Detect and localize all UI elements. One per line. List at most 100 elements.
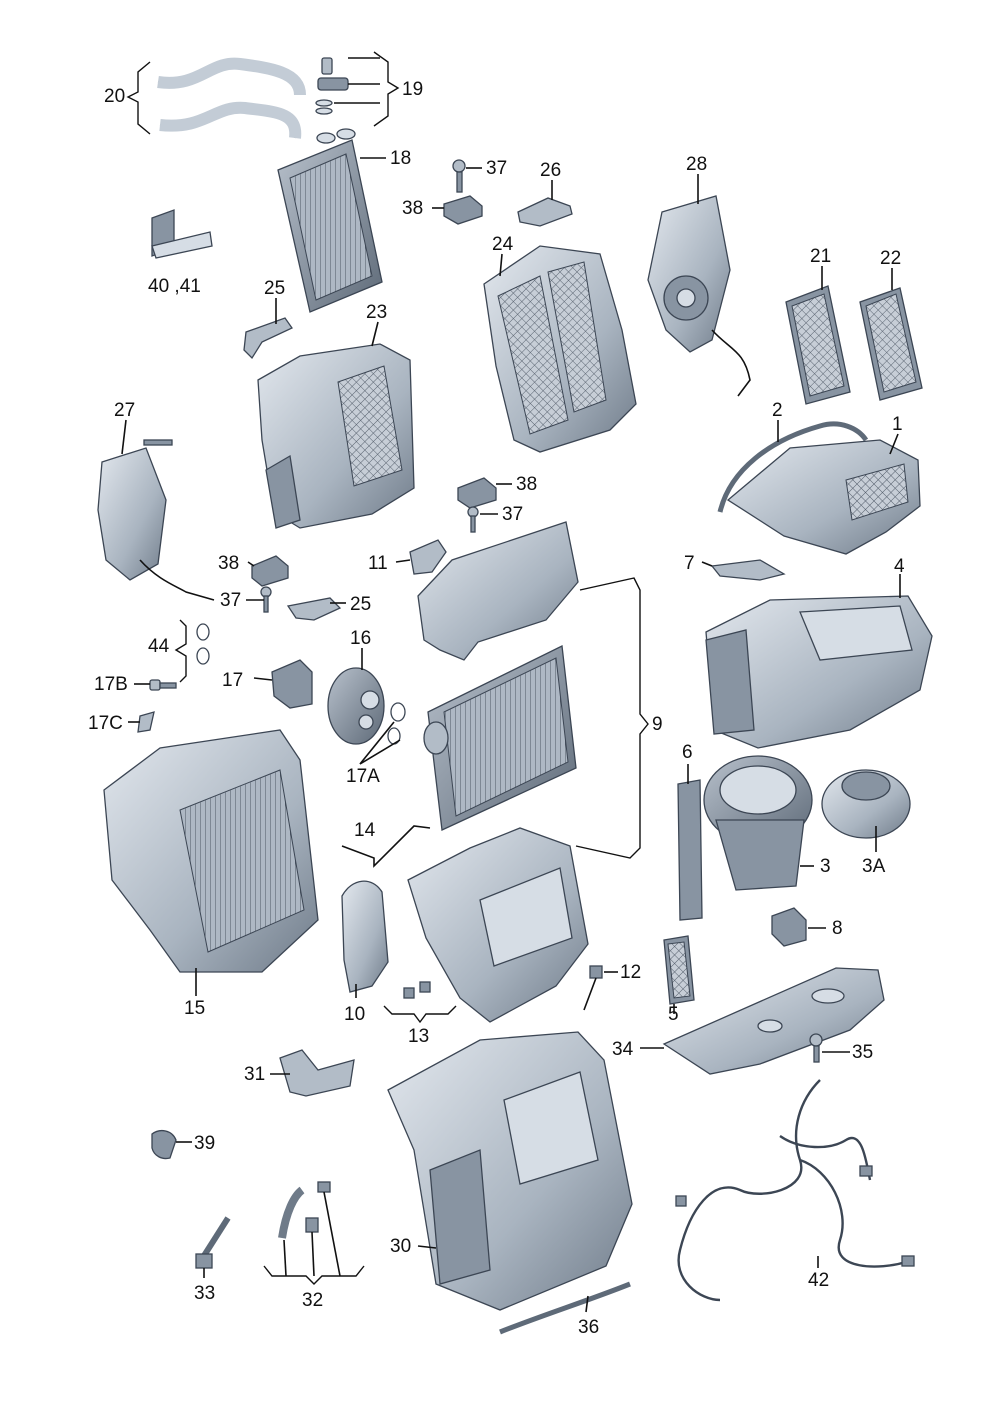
- callout-38-upper: 38: [402, 198, 423, 219]
- bracket-part-26: [517, 197, 573, 227]
- callout-17: 17: [222, 670, 243, 691]
- seal-part-2: [717, 421, 869, 513]
- cover-part-10: [341, 880, 389, 993]
- callout-36: 36: [578, 1317, 599, 1338]
- callout-33: 33: [194, 1283, 215, 1304]
- inlet-housing-part-1: [726, 439, 921, 555]
- callout-38-lower: 38: [218, 553, 239, 574]
- callout-18: 18: [390, 148, 411, 169]
- callout-32: 32: [302, 1290, 323, 1311]
- callout-21: 21: [810, 246, 831, 267]
- callout-1: 1: [892, 414, 903, 435]
- callout-2: 2: [772, 400, 783, 421]
- callout-19: 19: [402, 79, 423, 100]
- air-duct-part-9-upper: [417, 521, 579, 661]
- evaporator-part-14: [423, 645, 577, 831]
- housing-part-23: [257, 343, 415, 529]
- air-duct-part-9-lower: [407, 827, 589, 1023]
- screw-part-37-middle: [467, 506, 479, 533]
- callout-35: 35: [852, 1042, 873, 1063]
- fitting-part-19: [315, 57, 349, 115]
- callout-22: 22: [880, 248, 901, 269]
- wiring-harness-part-42: [675, 1079, 915, 1302]
- callout-25-lower: 25: [350, 594, 371, 615]
- callout-28: 28: [686, 154, 707, 175]
- sensor-part-33: [195, 1216, 231, 1269]
- blower-wheel-part-3a: [821, 769, 911, 839]
- callout-13: 13: [408, 1026, 429, 1047]
- cover-panel-part-34: [662, 967, 885, 1075]
- seal-part-36: [499, 1281, 631, 1335]
- callout-labels: 20 19 18 37 26 28 38 24 21 22 40 ,41 25 …: [88, 79, 905, 1338]
- bracket-part-7: [710, 559, 786, 581]
- filter-part-22: [859, 287, 923, 401]
- callout-37-upper: 37: [486, 158, 507, 179]
- filter-part-21: [785, 285, 851, 405]
- callout-20: 20: [104, 86, 125, 107]
- callout-8: 8: [832, 918, 843, 939]
- callout-17b: 17B: [94, 674, 128, 695]
- clip-part-17c: [137, 711, 155, 733]
- valve-part-16: [327, 667, 385, 745]
- actuator-part-38-lower: [251, 555, 289, 587]
- callout-9: 9: [652, 714, 663, 735]
- insulation-pad-part-40-41: [151, 209, 213, 259]
- heater-housing-part-15: [103, 729, 319, 973]
- bracket-part-31: [279, 1049, 355, 1097]
- o-ring-part-17a: [387, 702, 406, 745]
- bracket-part-11: [409, 539, 447, 575]
- callout-25-upper: 25: [264, 278, 285, 299]
- actuator-part-38-upper: [443, 195, 483, 225]
- housing-part-24: [483, 245, 637, 453]
- callout-26: 26: [540, 160, 561, 181]
- sensor-part-13: [403, 981, 431, 999]
- screw-part-35: [809, 1033, 823, 1063]
- o-ring-part-44: [196, 623, 210, 665]
- main-housing-part-30: [387, 1031, 633, 1311]
- callout-12: 12: [620, 962, 641, 983]
- callout-4: 4: [894, 556, 905, 577]
- drain-part-32: [278, 1181, 331, 1239]
- callout-3a: 3A: [862, 856, 886, 877]
- callout-16: 16: [350, 628, 371, 649]
- callout-37-middle: 37: [502, 504, 523, 525]
- seal-part-6: [677, 779, 703, 921]
- callout-38-middle: 38: [516, 474, 537, 495]
- filter-part-5: [663, 935, 695, 1005]
- callout-11: 11: [368, 553, 388, 574]
- hose-pair-part-20: [157, 57, 306, 139]
- flap-mechanism-part-27: [97, 439, 215, 601]
- actuator-part-38-middle: [457, 477, 497, 509]
- callout-17a: 17A: [346, 766, 380, 787]
- callout-31: 31: [244, 1064, 265, 1085]
- housing-part-4: [705, 595, 933, 749]
- callout-23: 23: [366, 302, 387, 323]
- leader-lines: [121, 51, 901, 1313]
- sensor-part-17: [271, 659, 313, 709]
- flap-unit-part-28: [647, 195, 751, 397]
- bolt-part-17b: [149, 679, 177, 691]
- seal-part-39: [151, 1129, 177, 1160]
- heater-core-part-18: [277, 128, 383, 313]
- callout-40-41: 40 ,41: [148, 276, 201, 297]
- screw-part-37-lower: [260, 586, 272, 613]
- callout-44: 44: [148, 636, 170, 657]
- callout-17c: 17C: [88, 713, 123, 734]
- callout-24: 24: [492, 234, 514, 255]
- callout-3: 3: [820, 856, 831, 877]
- callout-5: 5: [668, 1004, 679, 1025]
- callout-14: 14: [354, 820, 376, 841]
- callout-6: 6: [682, 742, 693, 763]
- callout-34: 34: [612, 1039, 634, 1060]
- resistor-part-8: [771, 907, 807, 947]
- sensor-part-12: [583, 965, 603, 1011]
- screw-part-37-upper: [452, 159, 466, 193]
- callout-15: 15: [184, 998, 205, 1019]
- callout-39: 39: [194, 1133, 215, 1154]
- blower-motor-part-3: [703, 755, 813, 891]
- callout-42: 42: [808, 1270, 829, 1291]
- callout-37-lower: 37: [220, 590, 241, 611]
- bracket-part-25-lower: [286, 597, 342, 621]
- callout-27: 27: [114, 400, 135, 421]
